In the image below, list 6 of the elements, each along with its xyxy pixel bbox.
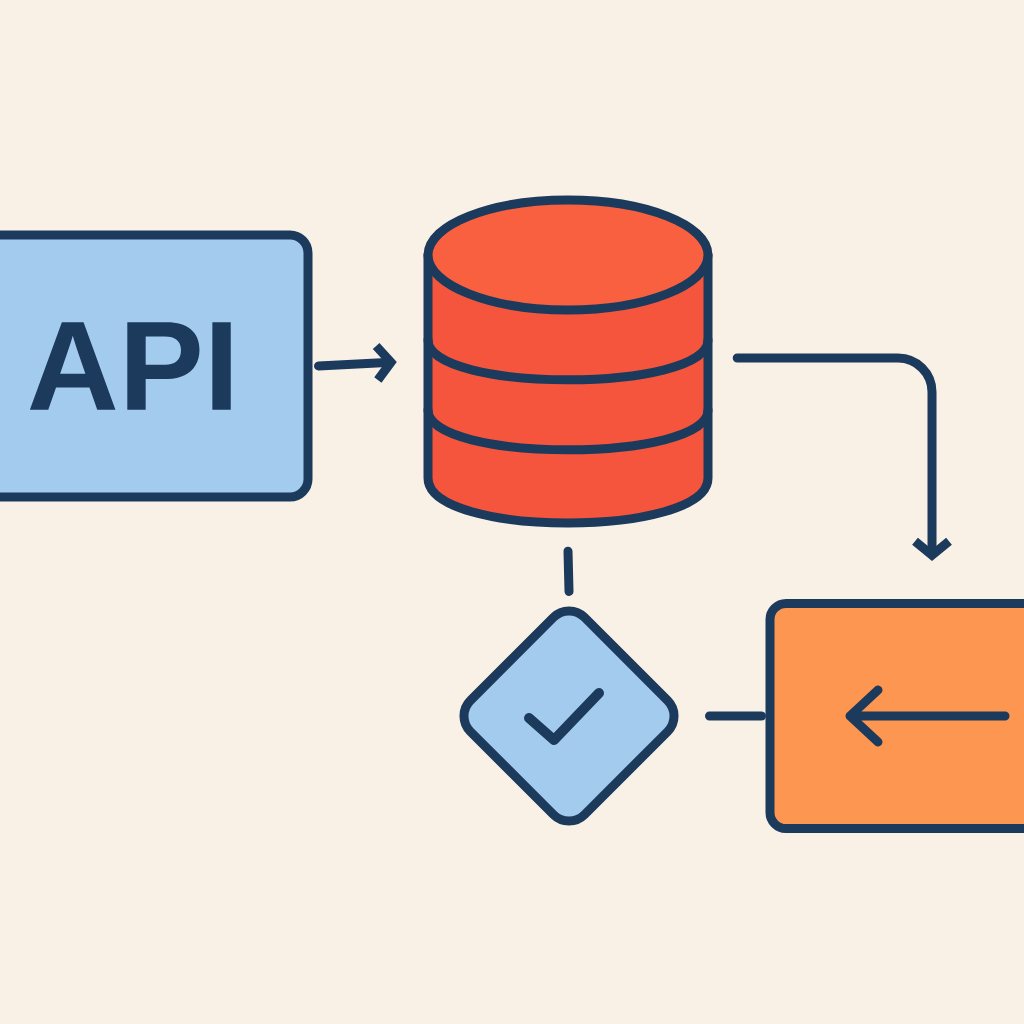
arrow — [732, 353, 952, 561]
arrow — [314, 343, 397, 383]
database-cylinder — [423, 195, 713, 528]
api-box: API — [0, 230, 313, 502]
check-diamond — [459, 606, 679, 826]
arrow-box — [765, 599, 1024, 833]
